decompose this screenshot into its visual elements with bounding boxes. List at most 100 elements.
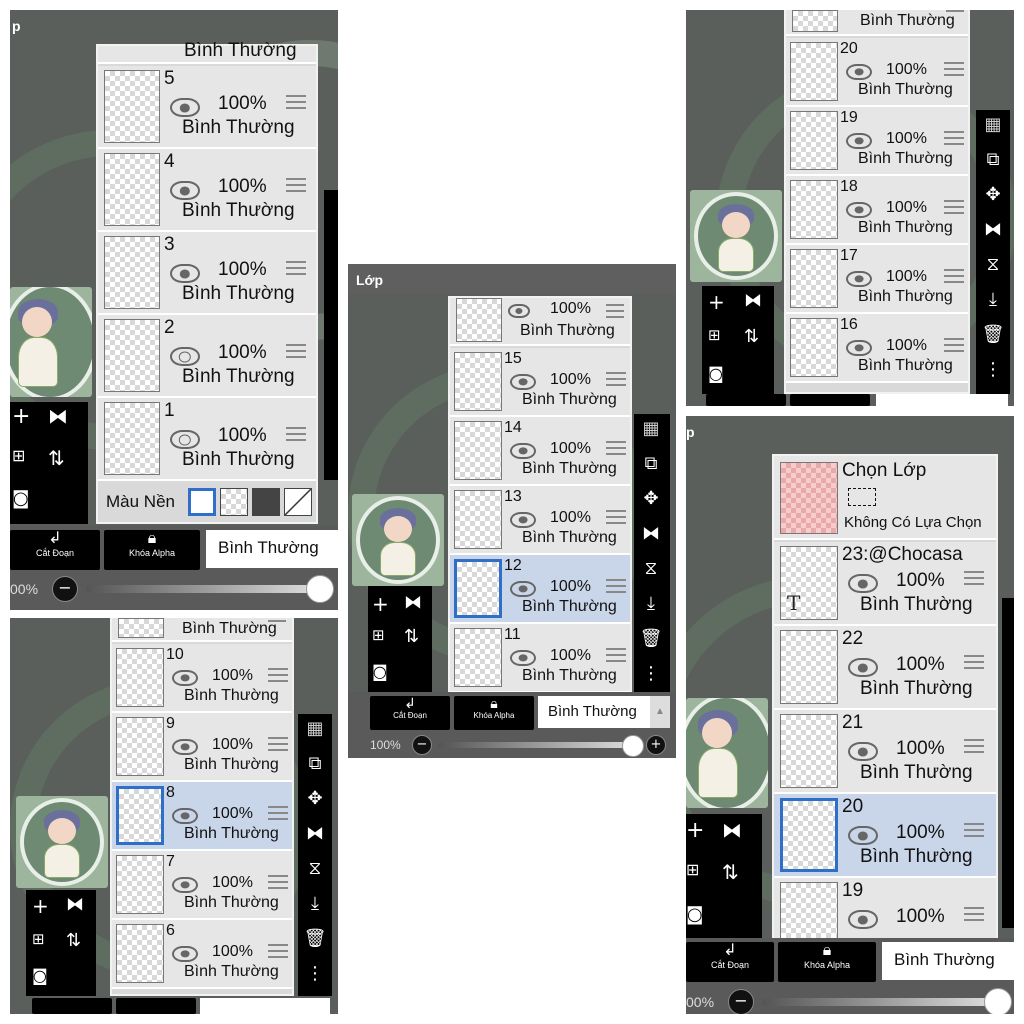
drag-handle-icon[interactable] <box>606 372 626 390</box>
layer-thumbnail[interactable] <box>454 559 502 618</box>
drag-handle-icon[interactable] <box>964 571 984 589</box>
visibility-eye-icon[interactable] <box>848 658 878 677</box>
drag-handle-icon[interactable] <box>286 427 306 445</box>
merge-icon[interactable]: ⇅ <box>404 626 420 647</box>
drag-handle-icon[interactable] <box>286 261 306 279</box>
add-icon[interactable]: ⊞ <box>12 446 26 465</box>
transform-icon[interactable]: ⧉ <box>986 149 1000 170</box>
opacity-decrease[interactable]: − <box>412 735 432 755</box>
visibility-eye-icon[interactable] <box>170 264 200 283</box>
drag-handle-icon[interactable] <box>964 739 984 757</box>
drag-handle-icon[interactable] <box>944 62 964 80</box>
bg-white-swatch[interactable] <box>188 488 216 516</box>
transform-icon[interactable]: ⧉ <box>308 753 322 774</box>
layer-row-partial[interactable]: Bình Thường <box>786 10 968 36</box>
more-icon[interactable]: ⋮ <box>642 663 660 684</box>
flip-h-icon[interactable]: ⧓ <box>984 219 1002 240</box>
drag-handle-icon[interactable] <box>606 510 626 528</box>
drag-handle[interactable] <box>946 10 964 16</box>
flip-h-icon[interactable]: ⧓ <box>642 523 660 544</box>
add-layer-icon[interactable]: + <box>708 290 725 314</box>
layer-row-partial[interactable]: 100% Bình Thường <box>450 298 630 346</box>
drag-handle-icon[interactable] <box>606 441 626 459</box>
more-icon[interactable]: ⋮ <box>306 963 324 984</box>
drag-handle-icon[interactable] <box>286 178 306 196</box>
drag-handle-icon[interactable] <box>606 579 626 597</box>
drag-handle-icon[interactable] <box>944 200 964 218</box>
blend-mode-select[interactable] <box>200 998 330 1014</box>
visibility-eye-icon[interactable] <box>846 271 872 287</box>
visibility-eye-icon[interactable] <box>510 374 536 390</box>
layer-thumbnail[interactable] <box>454 490 502 549</box>
layer-thumbnail[interactable] <box>116 924 164 983</box>
visibility-eye-icon[interactable] <box>170 347 200 366</box>
bg-transparent-swatch[interactable] <box>220 488 248 516</box>
blend-mode-select[interactable]: Bình Thường <box>206 530 338 568</box>
flip-icon[interactable]: ⧓ <box>66 894 84 915</box>
drag-handle-icon[interactable] <box>944 338 964 356</box>
layer-thumbnail[interactable] <box>790 318 838 377</box>
layer-thumbnail[interactable] <box>116 648 164 707</box>
layer-thumbnail[interactable] <box>780 798 838 872</box>
bg-dark-swatch[interactable] <box>252 488 280 516</box>
opacity-knob[interactable] <box>306 575 334 603</box>
flip-icon[interactable]: ⧓ <box>744 290 762 311</box>
layer-thumbnail[interactable] <box>104 319 160 392</box>
more-icon[interactable]: ⋮ <box>984 359 1002 380</box>
camera-icon[interactable]: ◙ <box>686 904 704 925</box>
flip-h-icon[interactable]: ⧓ <box>306 823 324 844</box>
visibility-eye-icon[interactable] <box>172 877 198 893</box>
layer-thumbnail[interactable] <box>790 249 838 308</box>
opacity-slider[interactable] <box>762 998 994 1006</box>
visibility-eye-icon[interactable] <box>170 181 200 200</box>
drag-handle-icon[interactable] <box>286 344 306 362</box>
visibility-eye-icon[interactable] <box>172 670 198 686</box>
transform-icon[interactable]: ⧉ <box>644 453 658 474</box>
layer-thumbnail[interactable] <box>790 42 838 101</box>
add-icon[interactable]: ⊞ <box>686 860 700 879</box>
opacity-slider[interactable] <box>86 585 316 593</box>
layer-thumbnail[interactable] <box>454 352 502 411</box>
add-layer-icon[interactable]: + <box>372 592 389 616</box>
flip-icon[interactable]: ⧓ <box>722 818 742 842</box>
visibility-eye-icon[interactable] <box>510 581 536 597</box>
add-icon[interactable]: ⊞ <box>32 930 45 948</box>
visibility-eye-icon[interactable] <box>510 512 536 528</box>
merge-down-icon[interactable]: ⤓ <box>647 593 655 614</box>
visibility-eye-icon[interactable] <box>846 202 872 218</box>
layer-thumbnail[interactable]: T <box>780 546 838 620</box>
layer-row-partial[interactable]: Bình Thường <box>112 618 292 642</box>
visibility-eye-icon[interactable] <box>170 430 200 449</box>
flip-icon[interactable]: ⧓ <box>48 404 68 428</box>
layer-thumbnail[interactable] <box>104 236 160 309</box>
bg-none-swatch[interactable] <box>284 488 312 516</box>
add-icon[interactable]: ⊞ <box>372 626 385 644</box>
alpha-lock-button[interactable]: 🔒︎ Khóa Alpha <box>454 696 534 730</box>
camera-icon[interactable]: ◙ <box>708 364 724 383</box>
layer-thumbnail[interactable] <box>104 153 160 226</box>
opacity-knob[interactable] <box>984 988 1012 1014</box>
drag-handle-icon[interactable] <box>606 648 626 666</box>
layer-thumbnail[interactable] <box>454 421 502 480</box>
blend-mode-select[interactable]: Bình Thường ▲ <box>538 696 670 728</box>
opacity-decrease[interactable]: − <box>52 576 78 602</box>
drag-handle-icon[interactable] <box>268 806 288 824</box>
merge-down-icon[interactable]: ⤓ <box>989 289 997 310</box>
drag-handle[interactable] <box>606 304 624 322</box>
visibility-eye-icon[interactable] <box>848 910 878 929</box>
cut-button[interactable]: ↲ Cắt Đoạn <box>370 696 450 730</box>
visibility-eye-icon[interactable] <box>846 133 872 149</box>
layer-thumbnail[interactable] <box>790 111 838 170</box>
checker-icon[interactable]: ▦ <box>306 718 324 739</box>
